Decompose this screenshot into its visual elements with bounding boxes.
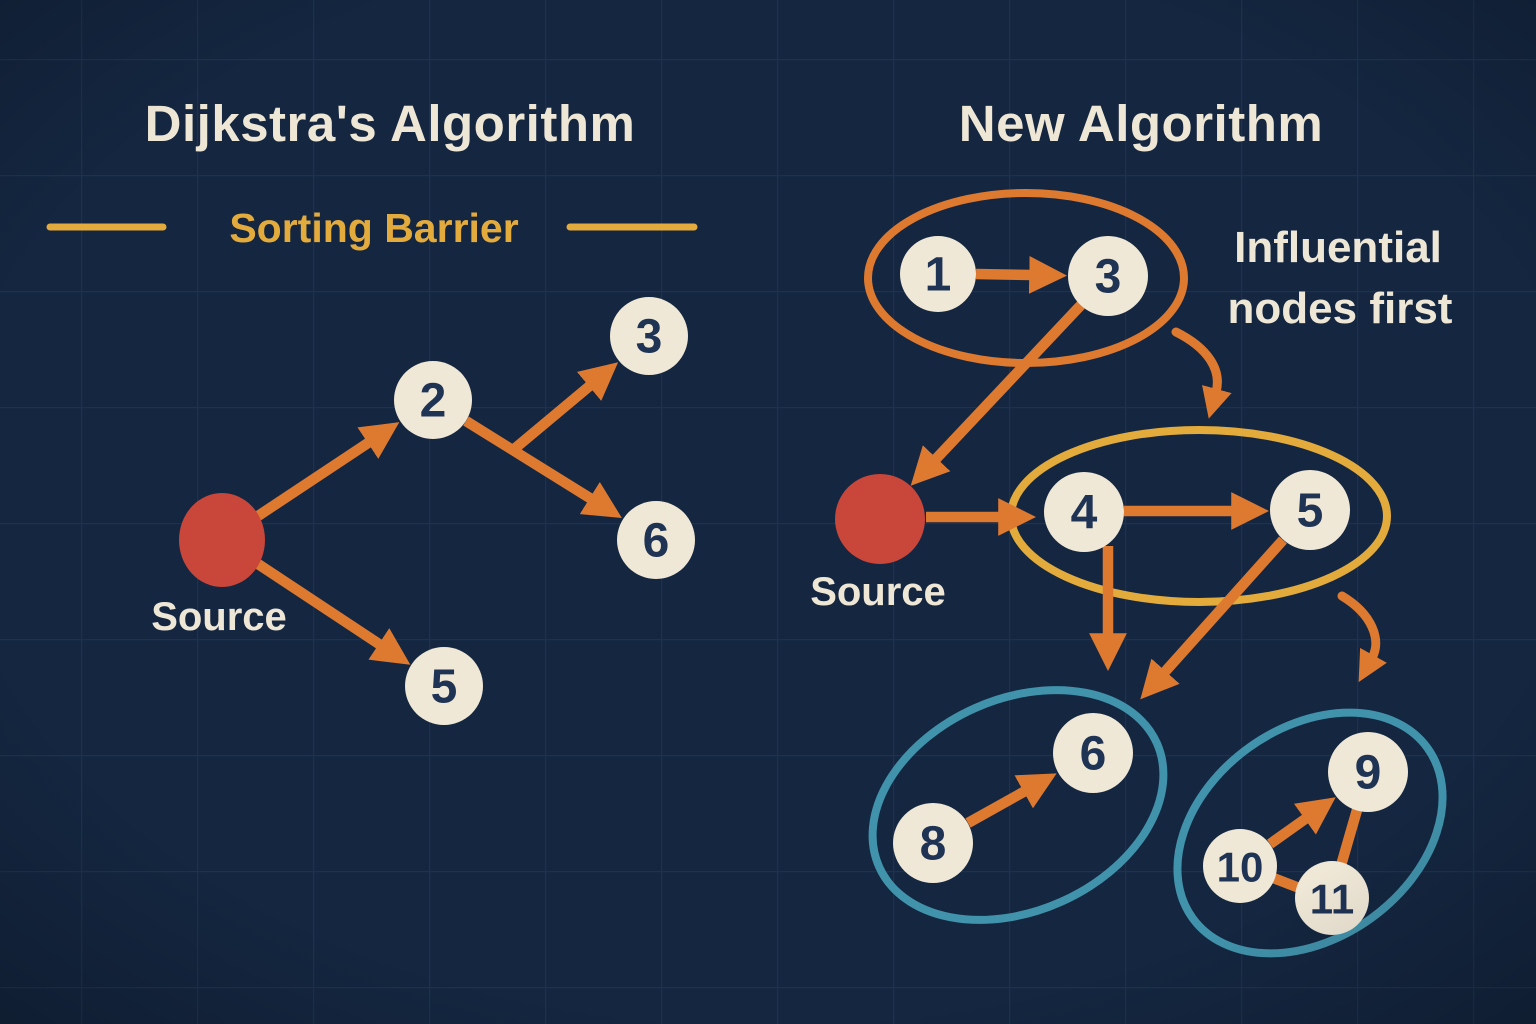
vignette-overlay bbox=[0, 0, 1536, 1024]
diagram-svg: Dijkstra's Algorithm Sorting Barrier Sou… bbox=[0, 0, 1536, 1024]
infographic-canvas: Dijkstra's Algorithm Sorting Barrier Sou… bbox=[0, 0, 1536, 1024]
